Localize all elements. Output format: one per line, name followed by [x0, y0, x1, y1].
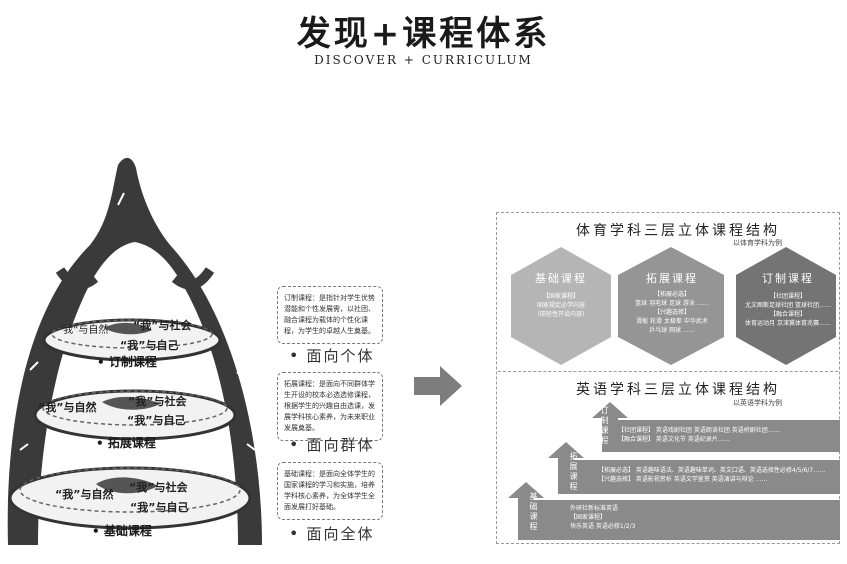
hex-extended-line: 【拓展必选】 — [653, 291, 690, 298]
step-bar-basic — [518, 500, 840, 540]
hex-basic-line: （田径性开设内容） — [533, 311, 588, 318]
description-bubble: 订制课程：是指针对学生优势潜能和个性发展需，以社团、融合课程为载体的个性化课程，… — [277, 286, 383, 344]
label-self-self: “我”与自己 — [130, 501, 189, 514]
step-row: 【融合课程】 英语文化节 英语纪录片…… — [618, 436, 730, 443]
page-subtitle: DISCOVER + CURRICULUM — [314, 53, 533, 67]
step-label-extended: 拓展课程 — [569, 452, 578, 492]
hex-extended-line: 篮球 羽毛球 足球 游泳 …… — [635, 300, 709, 307]
step-row: 【兴趣选修】 英语影视赏析 英语文学鉴赏 英语演讲与辩论 …… — [598, 476, 768, 483]
tier-label-extended: • 拓展课程 — [96, 436, 156, 450]
label-self-nature: “我”与自然 — [58, 325, 109, 336]
section-divider — [498, 371, 838, 372]
english-section-note: 以英语学科为例 — [733, 399, 782, 407]
label-self-society: “我”与社会 — [133, 319, 192, 332]
facing-label: •面向个体 — [289, 346, 375, 365]
facing-label: •面向群体 — [289, 435, 375, 454]
staircase-graphic — [508, 402, 840, 540]
description-bubble: 拓展课程：是面向不同群体学生开设的校本必选选修课程，根据学生的兴趣自由选课，发展… — [277, 372, 383, 441]
step-label-custom: 订制课程 — [600, 406, 609, 446]
step-arrow-basic — [508, 482, 544, 504]
hex-custom-line: 体育运动月 京津冀体育兆赛…… — [745, 320, 831, 327]
hex-basic-name: 基础课程 — [535, 272, 587, 285]
step-bar-custom — [602, 420, 840, 452]
label-self-society: “我”与社会 — [129, 481, 188, 494]
course-structure-frame — [496, 212, 840, 544]
hex-custom-line: 尤文图斯足球社团 篮球社团…… — [745, 302, 831, 309]
hex-extended-line: 滑板 轮滑 太极拳 中华武术 — [636, 318, 708, 325]
hex-custom-name: 订制课程 — [762, 272, 814, 285]
label-self-society: “我”与社会 — [128, 395, 187, 408]
tier-label-custom: • 订制课程 — [97, 355, 157, 369]
hex-basic-content: 基础课程 【国家课程】 国家规定必学内容 （田径性开设内容） — [511, 270, 611, 319]
english-section-title: 英语学科三层立体课程结构 — [576, 382, 780, 398]
step-row: 【国家课程】 — [570, 514, 607, 521]
facing-label: •面向全体 — [289, 524, 375, 543]
pe-section-note: 以体育学科为例 — [733, 239, 782, 247]
hex-basic-line: 【国家课程】 — [542, 293, 579, 300]
step-arrow-custom — [592, 402, 628, 424]
hex-extended — [618, 247, 724, 365]
tier-label-basic: • 基础课程 — [92, 524, 152, 538]
pe-section-title: 体育学科三层立体课程结构 — [576, 223, 780, 239]
step-row: 【社团课程】 英语戏剧社团 英语朗读社团 英语桥剧社团…… — [618, 427, 780, 434]
label-self-self: “我”与自己 — [127, 414, 186, 427]
hex-extended-content: 拓展课程 【拓展必选】 篮球 羽毛球 足球 游泳 …… 【兴趣选修】 滑板 轮滑… — [620, 270, 724, 335]
hex-basic — [511, 247, 611, 365]
arrow-right-icon — [414, 366, 462, 406]
step-rows-basic: 外研社新标准英语 【国家课程】 快乐英语 英语必修1/2/3 — [570, 504, 832, 531]
step-row: 快乐英语 英语必修1/2/3 — [570, 523, 636, 530]
tree-illustration — [7, 157, 262, 546]
hex-custom-line: 【社团课程】 — [769, 293, 806, 300]
description-bubble: 基础课程：是面向全体学生的国家课程的学习和实施，培养学科核心素养，为全体学生全面… — [277, 462, 383, 520]
hex-custom-content: 订制课程 【社团课程】 尤文图斯足球社团 篮球社团…… 【融合课程】 体育运动月… — [738, 270, 838, 328]
step-bar-extended — [558, 460, 840, 494]
hex-basic-line: 国家规定必学内容 — [536, 302, 585, 309]
step-arrow-extended — [548, 442, 584, 464]
step-label-basic: 基础课程 — [529, 492, 538, 532]
hex-extended-line: 【兴趣选修】 — [653, 309, 690, 316]
label-self-nature: “我”与自然 — [55, 488, 114, 501]
step-rows-custom: 【社团课程】 英语戏剧社团 英语朗读社团 英语桥剧社团…… 【融合课程】 英语文… — [618, 426, 836, 444]
hex-extended-line: 乒乓球 网球 …… — [649, 327, 695, 334]
label-self-self: “我”与自己 — [120, 339, 179, 352]
step-rows-extended: 【拓展必选】 英语趣味语法、英语趣味单词、英文口语、英语选择性必修4/5/6/7… — [598, 466, 836, 484]
hexagon-group — [511, 247, 836, 365]
hex-extended-name: 拓展课程 — [646, 272, 698, 285]
hex-custom — [736, 247, 836, 365]
disc-bottom — [8, 466, 252, 530]
disc-top — [42, 318, 222, 362]
step-row: 外研社新标准英语 — [570, 505, 619, 512]
step-row: 【拓展必选】 英语趣味语法、英语趣味单词、英文口语、英语选择性必修4/5/6/7… — [598, 467, 826, 474]
hex-custom-line: 【融合课程】 — [769, 311, 806, 318]
page-title: 发现+课程体系 — [296, 14, 551, 54]
label-self-nature: “我”与自然 — [38, 401, 97, 414]
